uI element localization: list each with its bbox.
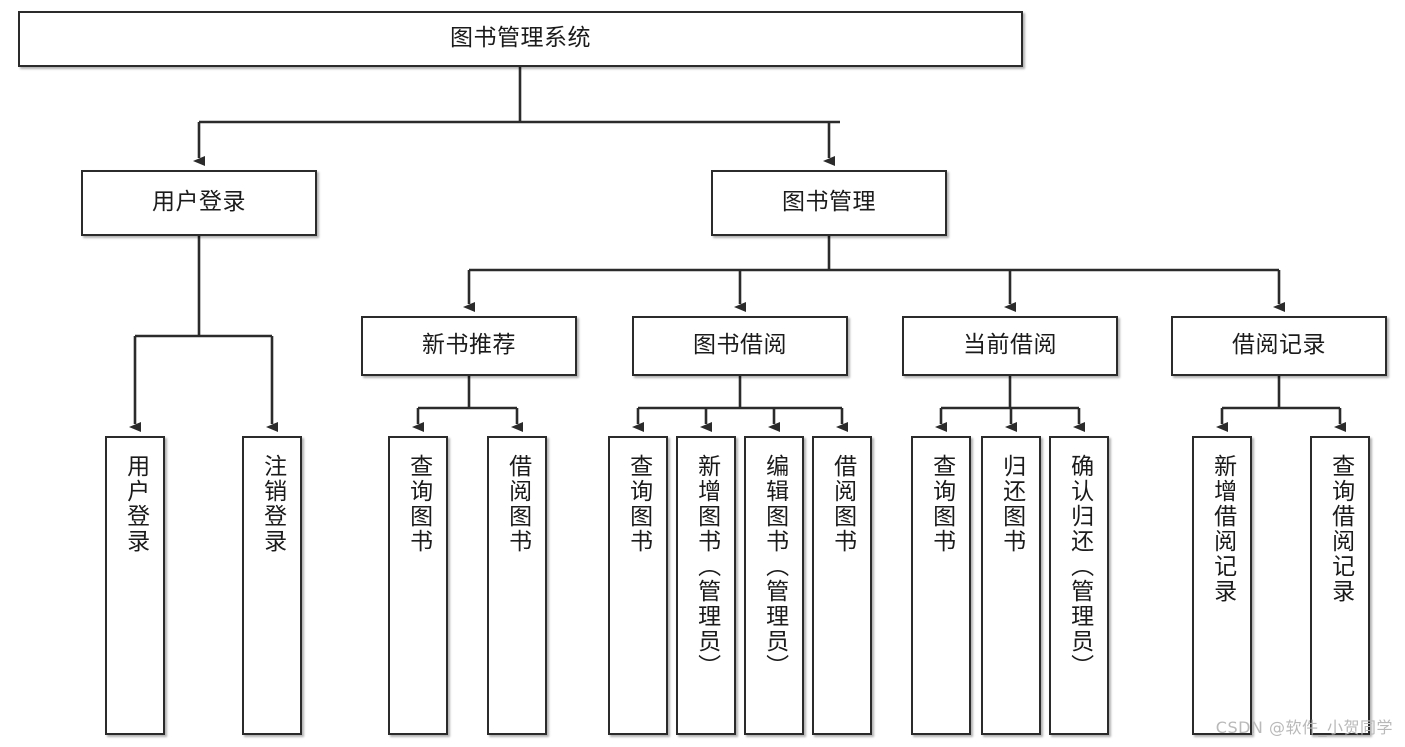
node-leaf-borrow-book-2-label: 借阅图书 <box>829 454 856 554</box>
node-root[interactable]: 图书管理系统 <box>18 11 1023 67</box>
node-user-login-label: 用户登录 <box>152 189 246 216</box>
node-book-management-label: 图书管理 <box>782 189 876 216</box>
node-leaf-query-book-1-label: 查询图书 <box>405 454 432 554</box>
node-leaf-query-book-1[interactable]: 查询图书 <box>388 436 448 735</box>
node-leaf-borrow-book-1-label: 借阅图书 <box>504 454 531 554</box>
node-leaf-user-login-label: 用户登录 <box>122 454 149 554</box>
node-leaf-query-book-2[interactable]: 查询图书 <box>608 436 668 735</box>
node-leaf-return-book-label: 归还图书 <box>998 454 1025 554</box>
node-leaf-edit-book[interactable]: 编辑图书（管理员） <box>744 436 804 735</box>
node-user-login[interactable]: 用户登录 <box>81 170 317 236</box>
node-leaf-add-book-label: 新增图书（管理员） <box>693 454 720 679</box>
node-book-borrow-label: 图书借阅 <box>693 332 787 359</box>
node-book-management[interactable]: 图书管理 <box>711 170 947 236</box>
node-leaf-borrow-book-1[interactable]: 借阅图书 <box>487 436 547 735</box>
node-book-borrow[interactable]: 图书借阅 <box>632 316 848 376</box>
node-borrow-records[interactable]: 借阅记录 <box>1171 316 1387 376</box>
node-current-borrow-label: 当前借阅 <box>963 332 1057 359</box>
watermark: CSDN @软件_小贺同学 <box>1215 718 1393 737</box>
node-leaf-query-record[interactable]: 查询借阅记录 <box>1310 436 1370 735</box>
node-leaf-add-book[interactable]: 新增图书（管理员） <box>676 436 736 735</box>
node-leaf-confirm-return-label: 确认归还（管理员） <box>1066 454 1093 679</box>
node-leaf-logout-label: 注销登录 <box>259 454 286 554</box>
node-leaf-return-book[interactable]: 归还图书 <box>981 436 1041 735</box>
node-leaf-borrow-book-2[interactable]: 借阅图书 <box>812 436 872 735</box>
node-new-book-recommend[interactable]: 新书推荐 <box>361 316 577 376</box>
node-leaf-logout[interactable]: 注销登录 <box>242 436 302 735</box>
node-root-label: 图书管理系统 <box>450 25 591 52</box>
node-leaf-confirm-return[interactable]: 确认归还（管理员） <box>1049 436 1109 735</box>
node-leaf-add-record[interactable]: 新增借阅记录 <box>1192 436 1252 735</box>
node-borrow-records-label: 借阅记录 <box>1232 332 1326 359</box>
node-leaf-query-book-3-label: 查询图书 <box>928 454 955 554</box>
node-leaf-query-book-2-label: 查询图书 <box>625 454 652 554</box>
node-leaf-add-record-label: 新增借阅记录 <box>1209 454 1236 604</box>
node-leaf-user-login[interactable]: 用户登录 <box>105 436 165 735</box>
node-new-book-recommend-label: 新书推荐 <box>422 332 516 359</box>
node-leaf-edit-book-label: 编辑图书（管理员） <box>761 454 788 679</box>
node-leaf-query-record-label: 查询借阅记录 <box>1327 454 1354 604</box>
node-current-borrow[interactable]: 当前借阅 <box>902 316 1118 376</box>
node-leaf-query-book-3[interactable]: 查询图书 <box>911 436 971 735</box>
